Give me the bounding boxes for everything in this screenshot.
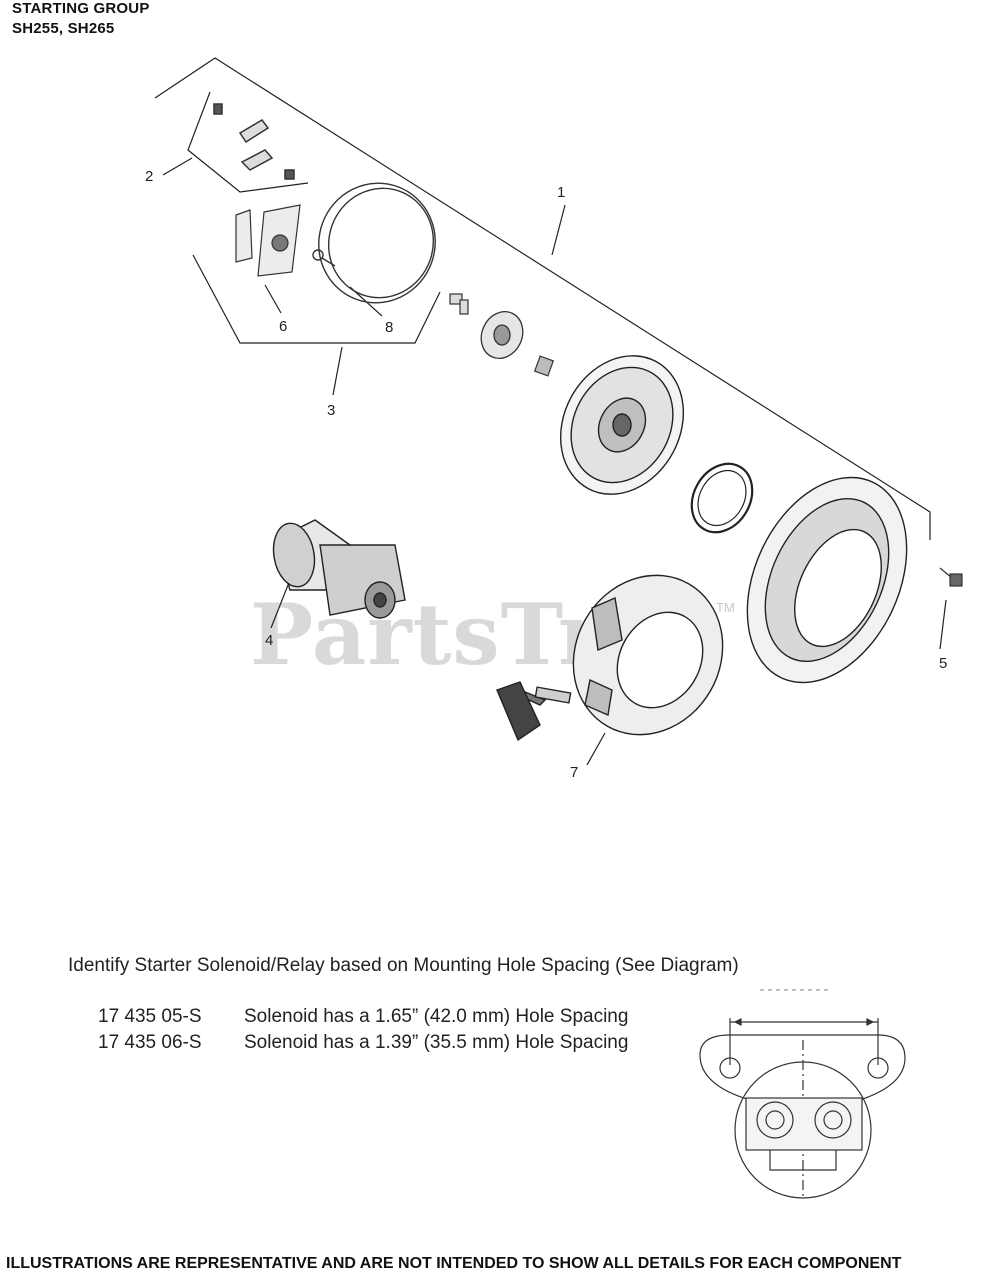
page-title: STARTING GROUP (12, 0, 150, 17)
callout-7: 7 (570, 764, 578, 781)
leader-6 (264, 284, 282, 314)
callout-5: 5 (939, 655, 947, 672)
pull-handle-icon (496, 681, 572, 742)
callout-6: 6 (279, 318, 287, 335)
recoil-starter-icon (517, 574, 724, 736)
part-description-2: Solenoid has a 1.39” (35.5 mm) Hole Spac… (244, 1032, 629, 1053)
solenoid-note-heading: Identify Starter Solenoid/Relay based on… (68, 955, 739, 976)
disclaimer-footer: ILLUSTRATIONS ARE REPRESENTATIVE AND ARE… (6, 1255, 902, 1272)
pawl-hardware-icon (213, 103, 295, 180)
starter-pulley-icon (559, 355, 685, 495)
leader-7 (586, 732, 606, 766)
recoil-spring-icon (690, 462, 754, 534)
spring-icon (533, 355, 555, 377)
callout-4: 4 (265, 632, 273, 649)
watermark-trademark: TM (716, 600, 735, 615)
callout-2: 2 (145, 168, 153, 185)
part-number-2: 17 435 06-S (98, 1032, 202, 1053)
pivot-bolt-icon (449, 293, 469, 315)
bracket-item-3 (192, 254, 441, 344)
leader-4 (270, 579, 291, 629)
ratchet-cam-icon (480, 311, 524, 359)
callout-8: 8 (385, 319, 393, 336)
bracket-assembly-1 (154, 57, 931, 540)
bracket-item-2 (187, 91, 309, 193)
part-description-1: Solenoid has a 1.65” (42.0 mm) Hole Spac… (244, 1006, 629, 1027)
callout-3: 3 (327, 402, 335, 419)
solenoid-hole-spacing-diagram (699, 989, 906, 1200)
electric-starter-icon (272, 519, 406, 619)
brush-set-icon (235, 204, 301, 277)
part-number-1: 17 435 05-S (98, 1006, 202, 1027)
mounting-bolt-icon (939, 567, 963, 587)
model-numbers: SH255, SH265 (12, 20, 115, 37)
cable-loop-icon (312, 182, 436, 304)
leader-5 (939, 599, 947, 650)
callout-1: 1 (557, 184, 565, 201)
starter-housing-icon (746, 476, 908, 684)
